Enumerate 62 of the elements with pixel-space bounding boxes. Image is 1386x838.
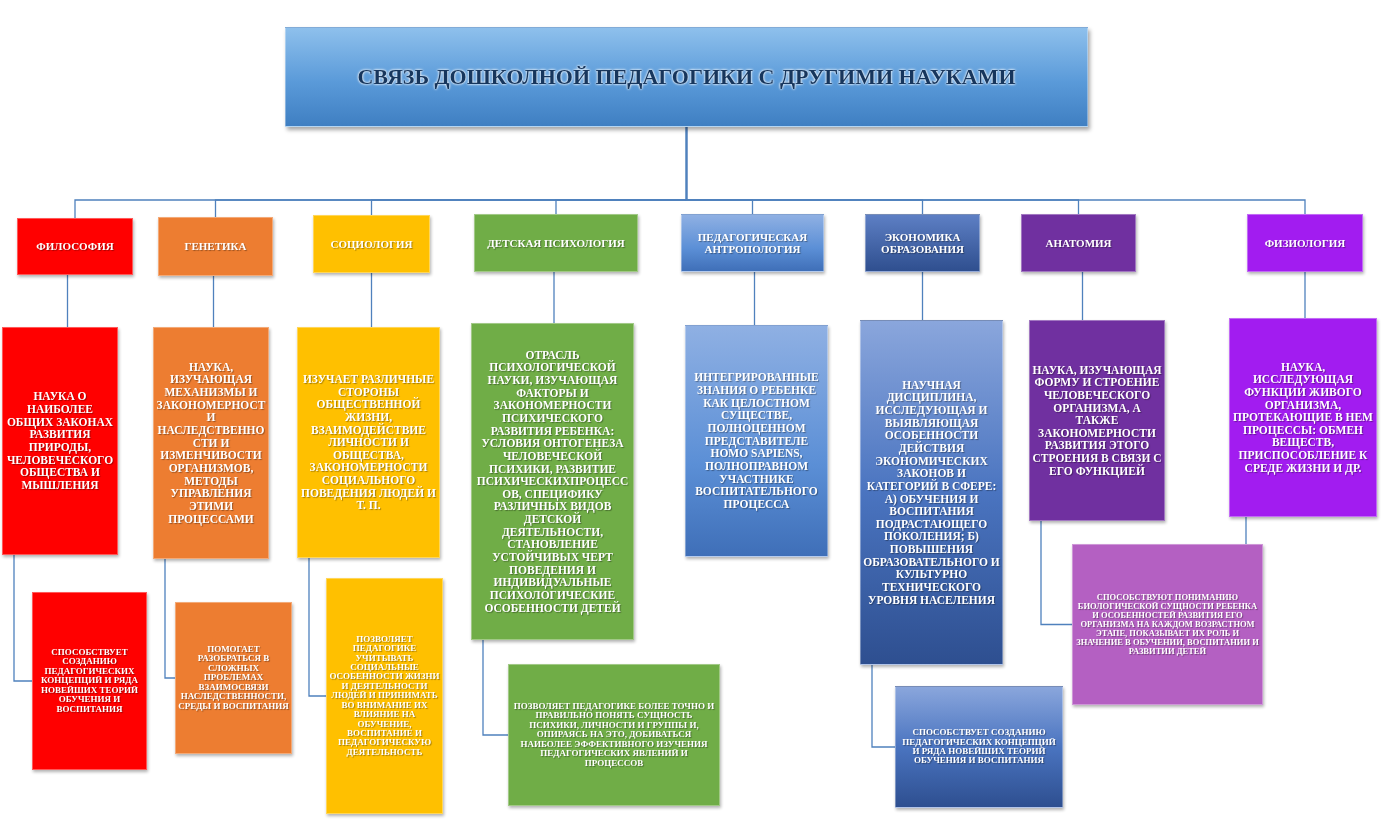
connector-line	[553, 271, 555, 324]
box-text: ФИЛОСОФИЯ	[35, 240, 115, 253]
connector-line	[685, 126, 1306, 215]
box-text: ФИЗИОЛОГИЯ	[1263, 236, 1347, 250]
contribution-box	[175, 602, 292, 754]
connector-line	[13, 554, 33, 682]
box-text: НАУКА, ИЗУЧАЮЩАЯ МЕХАНИЗМЫ И ЗАКОНОМЕРНОСТИ НАСЛЕДСТВЕННОСТИ И ИЗМЕНЧИВОСТИ ОРГАНИЗМОВ, МЕТОДЫ УПРАВЛЕНИЯ ЭТИМИ ПРОЦЕССАМИ	[156, 360, 266, 526]
science-box	[474, 214, 638, 272]
definition-box	[1229, 318, 1377, 517]
contribution-box	[32, 592, 147, 770]
box-text: НАУКА О НАИБОЛЕЕ ОБЩИХ ЗАКОНАХ РАЗВИТИЯ ПРИРОДЫ, ЧЕЛОВЕЧЕСКОГО ОБЩЕСТВА И МЫШЛЕНИЯ	[5, 390, 115, 492]
definition-box	[685, 325, 828, 557]
connector-line	[1245, 516, 1247, 545]
box-text: СПОСОБСТВУЮТ ПОНИМАНИЮ БИОЛОГИЧЕСКОЙ СУЩНОСТИ РЕБЕНКА И ОСОБЕННОСТЕЙ РАЗВИТИЯ ЕГО ОРГАНИЗМА НА КАЖДОМ ВОЗРАСТНОМ ЭТАПЕ, ПОКАЗЫВАЕТ ИХ РОЛЬ И ЗНАЧЕНИЕ В ОБУЧЕНИИ, ВОСПИТАНИИ И РАЗВИТИИ ДЕТЕЙ	[1075, 593, 1260, 656]
science-box	[865, 214, 980, 272]
box-text: СПОСОБСТВУЕТ СОЗДАНИЮ ПЕДАГОГИЧЕСКИХ КОНЦЕПЦИЙ И РЯДА НОВЕЙШИХ ТЕОРИЙ ОБУЧЕНИЯ И ВОСПИТАНИЯ	[39, 647, 140, 715]
connector-line	[753, 271, 756, 326]
box-text: ГЕНЕТИКА	[183, 240, 248, 253]
connector-line	[370, 272, 373, 328]
banner-text: СВЯЗЬ ДОШКОЛНОЙ ПЕДАГОГИКИ С ДРУГИМИ НАУКАМИ	[356, 64, 1017, 90]
contribution-box	[326, 578, 443, 814]
connector-line	[164, 558, 176, 679]
connector-line	[921, 271, 924, 321]
box-text: ПОЗВОЛЯЕТ ПЕДАГОГИКЕ УЧИТЫВАТЬ СОЦИАЛЬНЫЕ ОСОБЕННОСТИ ЖИЗНИ И ДЕЯТЕЛЬНОСТИ ЛЮДЕЙ И ПРИНИМАТЬ ВО ВНИМАНИЕ ИХ ВЛИЯНИЕ НА ОБУЧЕНИЕ, ВОСПИТАНИЕ И ПЕДАГОГИЧЕСКУЮ ДЕЯТЕЛЬНОСТЬ	[329, 634, 440, 758]
title-banner	[285, 27, 1088, 127]
science-box	[1247, 214, 1363, 272]
box-text: СПОСОБСТВУЕТ СОЗДАНИЮ ПЕДАГОГИЧЕСКИХ КОНЦЕПЦИЙ И РЯДА НОВЕЙШИХ ТЕОРИЙ ОБУЧЕНИЯ И ВОСПИТАНИЯ	[901, 728, 1057, 766]
connector-line	[1040, 520, 1073, 626]
contribution-box	[1072, 544, 1263, 705]
box-text: ПЕДАГОГИЧЕСКАЯ АНТРОПОЛОГИЯ	[696, 230, 809, 256]
connector-line	[308, 557, 327, 697]
box-text: ПОЗВОЛЯЕТ ПЕДАГОГИКЕ БОЛЕЕ ТОЧНО И ПРАВИЛЬНО ПОНЯТЬ СУЩНОСТЬ ПСИХИКИ, ЛИЧНОСТИ И ГРУППЫ И, ОПИРАЯСЬ НА ЭТО, ДОБИВАТЬСЯ НАИБОЛЕЕ ЭФФЕКТИВНОГО ИЗУЧЕНИЯ ПЕДАГОГИЧЕСКИХ ЯВЛЕНИЙ И ПРОЦЕССОВ	[512, 701, 716, 769]
connector-line	[212, 275, 215, 328]
science-box	[17, 218, 133, 275]
definition-box	[1029, 320, 1165, 521]
definition-box	[297, 327, 440, 558]
box-text: ИНТЕГРИРОВАННЫЕ ЗНАНИЯ О РЕБЕНКЕ КАК ЦЕЛОСТНОМ СУЩЕСТВЕ, ПОЛНОЦЕННОМ ПРЕДСТАВИТЕЛЕ HOMO SAPIENS, ПОЛНОПРАВНОМ УЧАСТНИКЕ ВОСПИТАТЕЛЬНОГО ПРОЦЕССА	[693, 371, 820, 511]
connector-line	[871, 664, 896, 748]
definition-box	[2, 327, 118, 555]
contribution-box	[895, 686, 1063, 808]
science-box	[313, 215, 430, 273]
definition-box	[471, 323, 634, 640]
box-text: НАУЧНАЯ ДИСЦИПЛИНА, ИССЛЕДУЮЩАЯ И ВЫЯВЛЯЮЩАЯ ОСОБЕННОСТИ ДЕЙСТВИЯ ЭКОНОМИЧЕСКИХ ЗАКОНОВ И КАТЕГОРИЙ В СФЕРЕ: А) ОБУЧЕНИЯ И ВОСПИТАНИЯ ПОДРАСТАЮЩЕГО ПОКОЛЕНИЯ; Б) ПОВЫШЕНИЯ ОБРАЗОВАТЕЛЬНОГО И КУЛЬТУРНО ТЕХНИЧЕСКОГО УРОВНЯ НАСЕЛЕНИЯ	[863, 378, 1000, 607]
box-text: ОТРАСЛЬ ПСИХОЛОГИЧЕСКОЙ НАУКИ, ИЗУЧАЮЩАЯ ФАКТОРЫ И ЗАКОНОМЕРНОСТИ ПСИХИЧЕСКОГО РАЗВИТИЯ РЕБЕНКА: УСЛОВИЯ ОНТОГЕНЕЗА ЧЕЛОВЕЧЕСКОЙ ПСИХИКИ, РАЗВИТИЕ ПСИХИЧЕСКИХПРОЦЕССОВ, СПЕЦИФИКУ РАЗЛИЧНЫХ ВИДОВ ДЕТСКОЙ ДЕЯТЕЛЬНОСТИ, СТАНОВЛЕНИЕ УСТОЙЧИВЫХ ЧЕРТ ПОВЕДЕНИЯ И ИНДИВИДУАЛЬНЫЕ ПСИХОЛОГИЧЕСКИЕ ОСОБЕННОСТИ ДЕТЕЙ	[475, 348, 630, 615]
connector-line	[482, 639, 509, 736]
box-text: СОЦИОЛОГИЯ	[329, 237, 414, 251]
box-text: АНАТОМИЯ	[1044, 236, 1113, 250]
science-box	[681, 214, 824, 272]
contribution-box	[508, 664, 720, 806]
box-text: ДЕТСКАЯ ПСИХОЛОГИЯ	[486, 236, 626, 250]
science-box	[158, 217, 273, 276]
box-text: НАУКА, ИССЛЕДУЮЩАЯ ФУНКЦИИ ЖИВОГО ОРГАНИЗМА, ПРОТЕКАЮЩИЕ В НЕМ ПРОЦЕССЫ: ОБМЕН ВЕЩЕСТВ, ПРИСПОСОБЛЕНИЕ К СРЕДЕ ЖИЗНИ И ДР.	[1232, 360, 1374, 475]
connector-line	[1304, 271, 1306, 319]
box-text: ПОМОГАЕТ РАЗОБРАТЬСЯ В СЛОЖНЫХ ПРОБЛЕМАХ ВЗАИМОСВЯЗИ НАСЛЕДСТВЕННОСТИ, СРЕДЫ И ВОСПИТАНИЯ	[178, 644, 289, 712]
connector-line	[66, 274, 69, 328]
box-text: ИЗУЧАЕТ РАЗЛИЧНЫЕ СТОРОНЫ ОБЩЕСТВЕННОЙ ЖИЗНИ, ВЗАИМОДЕЙСТВИЕ ЛИЧНОСТИ И ОБЩЕСТВА, ЗАКОНОМЕРНОСТИ СОЦИАЛЬНОГО ПОВЕДЕНИЯ ЛЮДЕЙ И Т. П.	[300, 372, 437, 512]
connector-line	[1081, 271, 1084, 321]
box-text: НАУКА, ИЗУЧАЮЩАЯ ФОРМУ И СТРОЕНИЕ ЧЕЛОВЕЧЕСКОГО ОРГАНИЗМА, А ТАКЖЕ ЗАКОНОМЕРНОСТИ РАЗВИТИЯ ЭТОГО СТРОЕНИЯ В СВЯЗИ С ЕГО ФУНКЦИЕЙ	[1032, 363, 1162, 478]
box-text: ЭКОНОМИКА ОБРАЗОВАНИЯ	[880, 230, 965, 256]
definition-box	[153, 327, 269, 559]
science-box	[1021, 214, 1136, 272]
definition-box	[860, 320, 1003, 665]
